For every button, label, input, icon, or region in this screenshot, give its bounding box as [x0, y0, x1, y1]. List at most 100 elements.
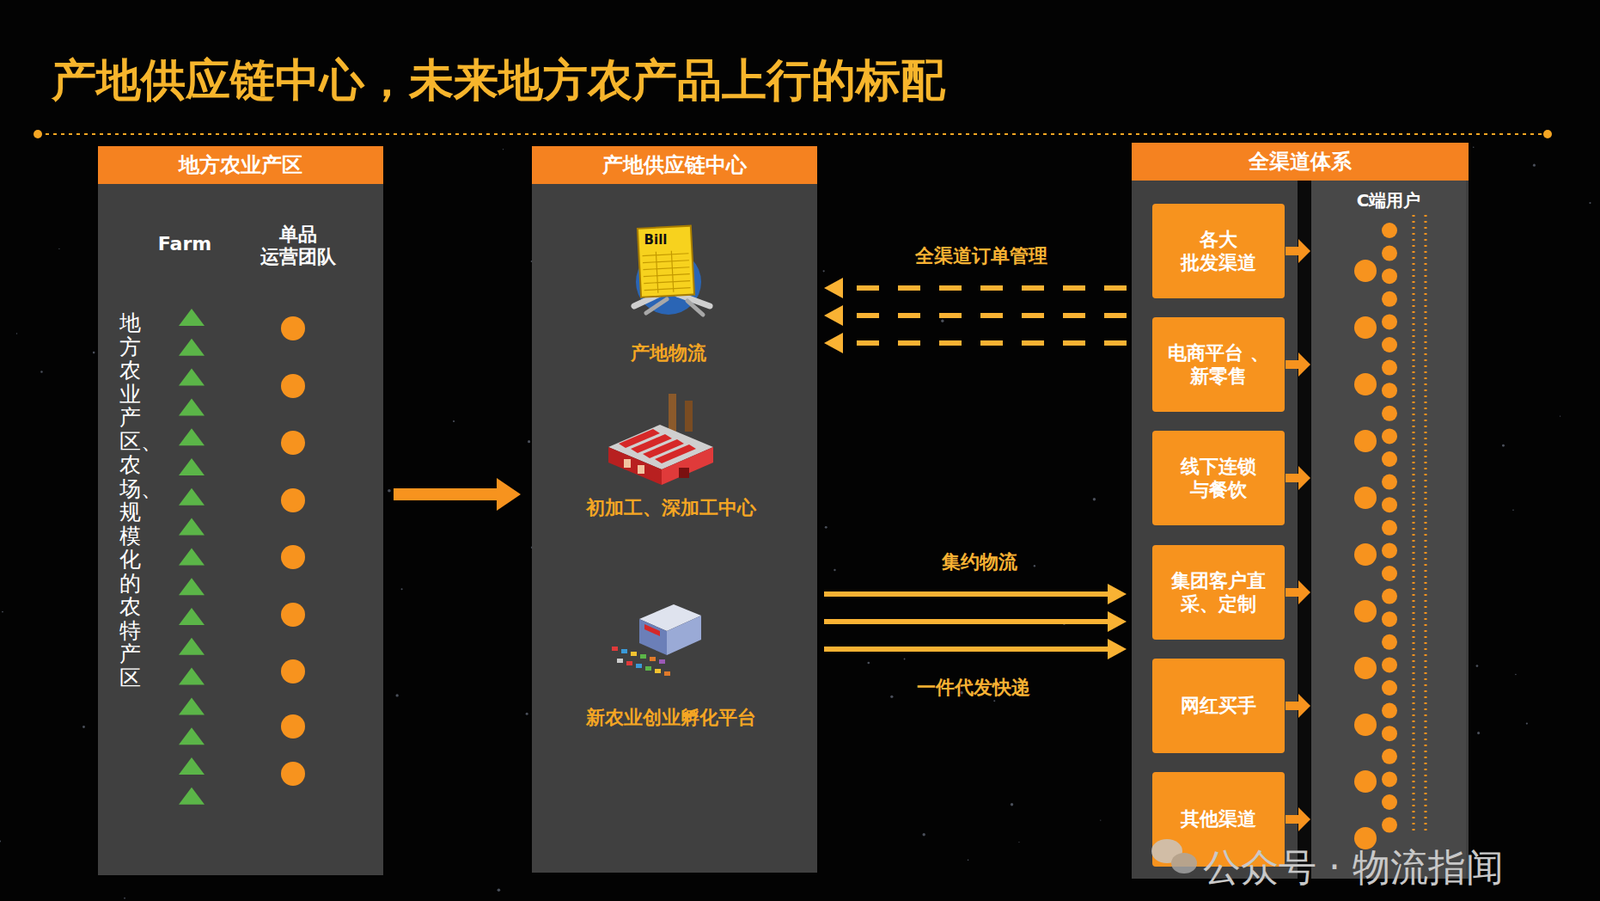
channel-box: 集团客户直 采、定制 [1152, 544, 1285, 640]
user-dot [1354, 372, 1377, 396]
vertical-label: 地方农业产区、农场、规模化的农特产区 [119, 311, 141, 690]
user-dot-small [1381, 382, 1398, 398]
star [1476, 664, 1479, 667]
star [903, 658, 906, 660]
column-gap [1297, 180, 1312, 879]
user-dot-small [1381, 656, 1398, 672]
title: 产地供应链中心，未来地方农产品上行的标配 [51, 53, 946, 107]
channel-label: 其他渠道 [1173, 806, 1264, 831]
star [1588, 201, 1591, 204]
team-dot [280, 602, 306, 627]
edge-label: 集约物流 [941, 549, 1018, 575]
connector-line [824, 618, 1112, 624]
star [922, 832, 925, 836]
farm-markers [178, 308, 306, 805]
car [659, 659, 666, 664]
star-field [0, 146, 1592, 898]
user-dot-small [1381, 427, 1398, 444]
label-wrap: 地方农业产区、农场、规模化的农特产区 [119, 311, 141, 690]
arrow-head [1298, 238, 1311, 263]
dotted-rule [1424, 214, 1428, 832]
user-dot-small [1381, 245, 1398, 262]
user-dot-small [1381, 610, 1398, 627]
farm-triangle [178, 696, 205, 715]
user-dot [1354, 259, 1377, 282]
roof-strip [618, 428, 660, 448]
connector [393, 477, 521, 511]
star [387, 488, 391, 493]
star [890, 695, 893, 698]
label: 新农业创业孵化平台 [586, 704, 757, 731]
connector [824, 305, 1127, 326]
roof-strip [654, 444, 697, 464]
star [1532, 164, 1536, 167]
star [525, 712, 529, 715]
connector [824, 638, 1127, 660]
globe-shine [642, 261, 674, 282]
panel-header: 全渠道体系 [1131, 142, 1469, 181]
car [611, 646, 618, 651]
car [654, 668, 661, 673]
user-dot-small [1381, 336, 1398, 353]
edge-label: 全渠道订单管理 [915, 243, 1048, 269]
channel-label: 各大 批发渠道 [1152, 227, 1285, 275]
connector-line [839, 285, 1127, 291]
star [1559, 415, 1561, 416]
user-dot-small [1381, 679, 1398, 696]
user-dot-small [1381, 634, 1398, 650]
user-dot [1354, 656, 1377, 679]
chimney [684, 400, 693, 432]
farm-triangle [178, 726, 205, 745]
user-dot-small [1381, 496, 1398, 513]
connector [824, 277, 1127, 299]
user-dot-small [1381, 542, 1398, 558]
label: 公众号 · 物流指闻 [1203, 842, 1504, 893]
user-dot-small [1381, 702, 1398, 719]
connector-line [1285, 587, 1301, 597]
incubator-icon [611, 604, 702, 676]
team-dot [280, 761, 306, 786]
rule-dot [33, 129, 43, 139]
label-wrap: 新农业创业孵化平台 [586, 704, 757, 731]
user-dot-small [1381, 748, 1398, 764]
user-dot-small [1381, 313, 1398, 330]
window [637, 464, 645, 474]
star [123, 897, 126, 899]
car [649, 656, 656, 661]
channel-box: 网红买手 [1152, 658, 1285, 753]
user-dot-small [1381, 725, 1398, 741]
channel-label: 网红买手 [1173, 693, 1264, 718]
roof-strip [630, 433, 672, 453]
star [1514, 673, 1517, 676]
farm-triangle [178, 607, 205, 625]
star [82, 725, 86, 728]
label-wrap: 单品 运营团队 [250, 223, 346, 269]
cable [677, 293, 710, 306]
farm-triangle [178, 397, 205, 416]
window [623, 458, 631, 468]
user-dot [1354, 713, 1377, 736]
user-dot [1354, 599, 1377, 623]
arrow-head [824, 305, 843, 326]
connector-line [1285, 360, 1301, 369]
label: 产地物流 [630, 340, 707, 367]
arrow-head [1298, 806, 1311, 831]
connector-line [1285, 814, 1301, 824]
arrow-head [1107, 583, 1127, 605]
user-dot-small [1381, 268, 1398, 284]
star [1093, 497, 1096, 501]
car [635, 663, 642, 668]
farm-triangle [178, 308, 205, 326]
star [833, 568, 836, 571]
connector [824, 610, 1127, 632]
globe [635, 249, 702, 315]
star [1477, 731, 1480, 734]
label: Farm [158, 232, 212, 255]
wechat-icon [1151, 838, 1197, 874]
column-header: C端用户 [1311, 180, 1466, 213]
channel-box: 线下连锁 与餐饮 [1152, 430, 1285, 526]
star [824, 525, 828, 529]
team-dot [280, 488, 306, 513]
connector [1285, 352, 1311, 377]
